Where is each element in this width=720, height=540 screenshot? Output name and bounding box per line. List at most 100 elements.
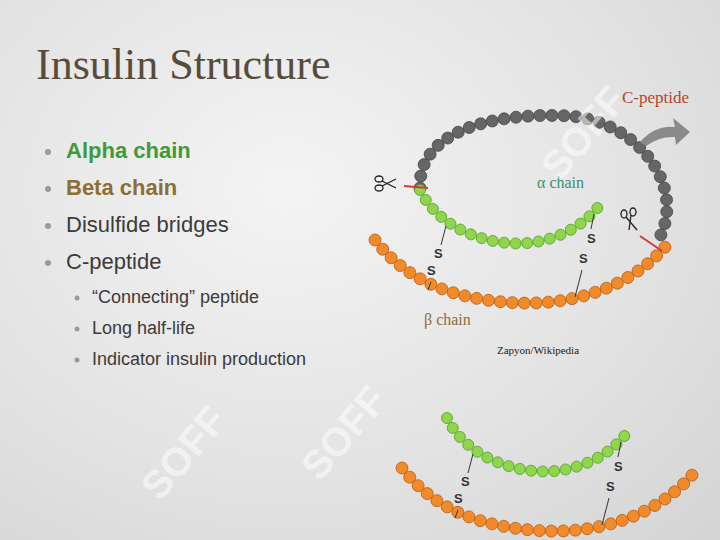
bead-chain — [369, 234, 671, 309]
amino-acid-bead — [414, 273, 426, 285]
amino-acid-bead — [486, 518, 498, 530]
amino-acid-bead — [425, 278, 437, 290]
amino-acid-bead — [661, 206, 673, 218]
amino-acid-bead — [471, 292, 483, 304]
slide-title: Insulin Structure — [36, 40, 331, 91]
amino-acid-bead — [593, 521, 605, 533]
amino-acid-bead — [533, 525, 545, 537]
amino-acid-bead — [463, 439, 474, 450]
amino-acid-bead — [427, 203, 438, 214]
amino-acid-bead — [649, 160, 661, 172]
amino-acid-bead — [482, 452, 493, 463]
amino-acid-bead — [555, 229, 566, 240]
amino-acid-bead — [494, 296, 506, 308]
image-credit: Zapyon/Wikipedia — [497, 344, 579, 357]
sulfur-atom: S — [579, 252, 588, 267]
amino-acid-bead — [499, 237, 510, 248]
amino-acid-bead — [474, 515, 486, 527]
beta-chain-label: β chain — [424, 311, 471, 329]
bullet-item: C-peptide — [66, 249, 161, 274]
amino-acid-bead — [506, 297, 518, 309]
amino-acid-bead — [509, 522, 521, 534]
amino-acid-bead — [655, 229, 667, 241]
amino-acid-bead — [459, 290, 471, 302]
sulfur-atom: S — [614, 460, 623, 475]
amino-acid-bead — [454, 431, 465, 442]
sulfur-atom: S — [587, 232, 596, 247]
sub-bullet-item: Long half-life — [92, 318, 195, 339]
amino-acid-bead — [521, 524, 533, 536]
amino-acid-bead — [498, 520, 510, 532]
bullet-item: Beta chain — [66, 175, 177, 200]
bead-chain — [414, 109, 673, 244]
sulfur-atom: S — [454, 492, 463, 507]
sulfur-atom: S — [461, 475, 470, 490]
amino-acid-bead — [686, 469, 698, 481]
release-arrow — [640, 118, 690, 146]
amino-acid-bead — [557, 525, 569, 537]
amino-acid-bead — [571, 461, 582, 472]
amino-acid-bead — [522, 110, 534, 122]
amino-acid-bead — [616, 514, 628, 526]
amino-acid-bead — [447, 287, 459, 299]
amino-acid-bead — [452, 506, 464, 518]
sub-bullet-item: Indicator insulin production — [92, 349, 306, 370]
amino-acid-bead — [415, 170, 427, 182]
amino-acid-bead — [569, 524, 581, 536]
amino-acid-bead — [510, 111, 522, 123]
amino-acid-bead — [592, 452, 603, 463]
amino-acid-bead — [545, 525, 557, 537]
bullet-item: Alpha chain — [66, 138, 191, 163]
scissors-symbol — [621, 208, 637, 230]
sulfur-atom: S — [427, 264, 436, 279]
amino-acid-bead — [619, 431, 630, 442]
amino-acid-bead — [638, 505, 650, 517]
amino-acid-bead — [526, 465, 537, 476]
amino-acid-bead — [436, 211, 447, 222]
amino-acid-bead — [549, 466, 560, 477]
amino-acid-bead — [661, 194, 673, 206]
amino-acid-bead — [544, 233, 555, 244]
amino-acid-bead — [436, 283, 448, 295]
amino-acid-bead — [533, 236, 544, 247]
amino-acid-bead — [455, 224, 466, 235]
amino-acid-bead — [447, 422, 458, 433]
amino-acid-bead — [463, 511, 475, 523]
amino-acid-bead — [605, 518, 617, 530]
amino-acid-bead — [658, 182, 670, 194]
amino-acid-bead — [492, 457, 503, 468]
amino-acid-bead — [418, 159, 430, 171]
bead-chain — [415, 185, 603, 249]
amino-acid-bead — [445, 218, 456, 229]
amino-acid-bead — [442, 413, 453, 424]
sub-bullet-item: “Connecting” peptide — [92, 287, 259, 308]
amino-acid-bead — [487, 235, 498, 246]
amino-acid-bead — [542, 296, 554, 308]
cut-marks — [404, 186, 662, 251]
amino-acid-bead — [498, 113, 510, 125]
amino-acid-bead — [514, 463, 525, 474]
amino-acid-bead — [518, 297, 530, 309]
amino-acid-bead — [482, 294, 494, 306]
amino-acid-bead — [554, 295, 566, 307]
amino-acid-bead — [611, 277, 623, 289]
disulfide-lines — [428, 214, 621, 525]
bead-chain — [442, 413, 630, 477]
amino-acid-bead — [475, 118, 487, 130]
amino-acid-bead — [465, 229, 476, 240]
amino-acid-bead — [463, 122, 475, 134]
amino-acid-bead — [602, 446, 613, 457]
amino-acid-bead — [441, 501, 453, 513]
amino-acid-bead — [589, 286, 601, 298]
amino-acid-bead — [566, 293, 578, 305]
bullet-item: Disulfide bridges — [66, 212, 229, 237]
amino-acid-bead — [659, 218, 671, 230]
amino-acid-bead — [486, 115, 498, 127]
amino-acid-bead — [575, 218, 586, 229]
amino-acid-bead — [654, 171, 666, 183]
amino-acid-bead — [578, 290, 590, 302]
amino-acid-bead — [659, 241, 671, 253]
amino-acid-bead — [420, 194, 431, 205]
sulfur-atom: S — [434, 247, 443, 262]
amino-acid-bead — [534, 110, 546, 122]
